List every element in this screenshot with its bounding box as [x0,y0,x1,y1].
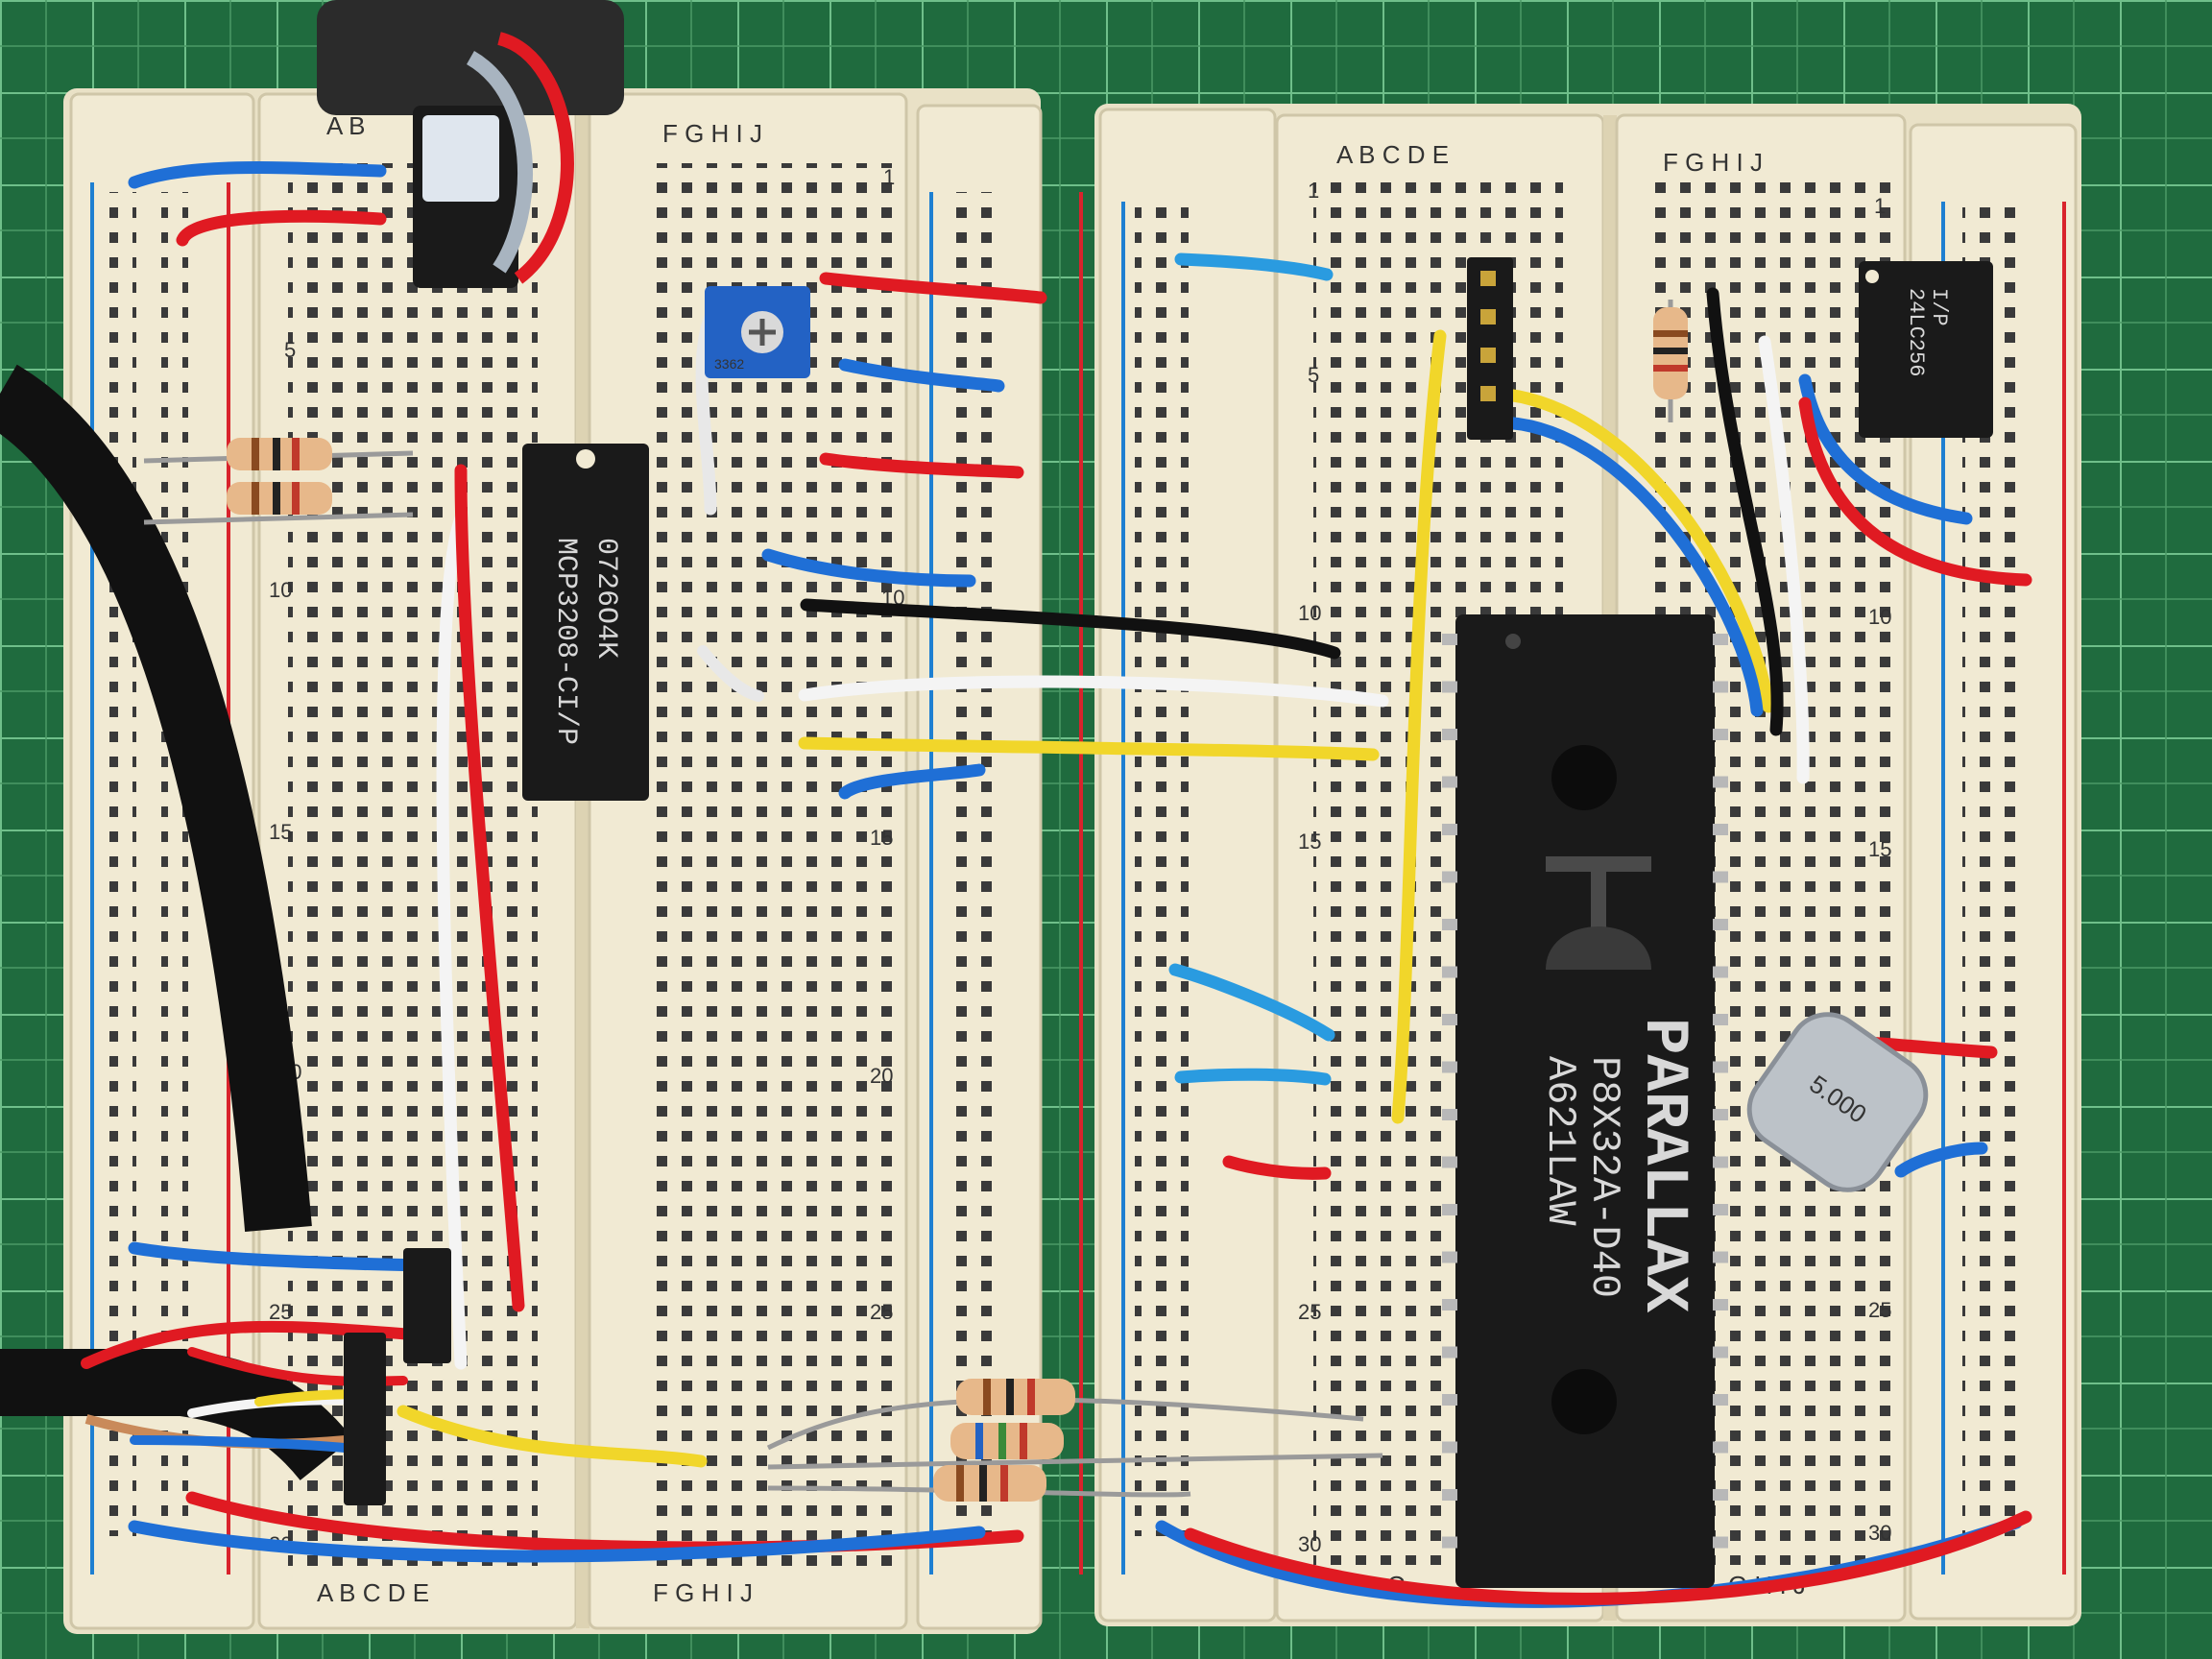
black-cable [0,364,312,1233]
propeller-pin [1713,1014,1728,1025]
row-25-rightleft: 25 [1298,1300,1321,1324]
propeller-pin [1713,1251,1728,1263]
parallax-logo [1546,856,1651,970]
propeller-pin [1442,1441,1457,1454]
adc-chip-line1: MCP3208-CI/P [549,538,582,745]
row-30-rightleft: 30 [1298,1532,1321,1556]
propeller-pin [1442,681,1457,693]
propeller-pin [1442,634,1457,645]
propeller-chip: PARALLAX P8X32A-D40 A621LAW [1442,614,1728,1588]
propeller-pin [1713,729,1728,740]
propeller-pin [1442,871,1457,883]
propeller-pin [1713,1061,1728,1073]
trimmer-label: 3362 [714,356,744,372]
propeller-pin [1713,1394,1728,1406]
propeller-pin [1442,1014,1457,1025]
adc-chip-line2: 0726O4K [589,538,622,659]
propeller-pin [1713,1204,1728,1215]
row-15-leftmid: 15 [870,826,893,850]
wires-right [1155,252,2032,1608]
row-1-leftmid: 1 [883,165,895,189]
row-5-rightleft: 5 [1308,363,1319,387]
eeprom-line1: 24LC256 [1904,288,1928,376]
propeller-pin [1713,1299,1728,1310]
propeller-pin [1713,1489,1728,1501]
propeller-brand: PARALLAX [1628,1018,1697,1313]
propeller-pin [1442,1156,1457,1168]
propeller-pin [1713,1441,1728,1454]
propeller-pin [1713,919,1728,930]
propeller-pin [1442,1536,1457,1549]
propeller-pin [1442,1299,1457,1310]
row-15-left: 15 [269,820,292,844]
row-30-rightright: 30 [1868,1521,1891,1545]
row-25-rightright: 25 [1868,1298,1891,1322]
propeller-pin [1713,1346,1728,1358]
label-right-top-abcde: A B C D E [1336,140,1449,169]
propeller-pin [1442,1251,1457,1263]
propeller-pin [1442,1204,1457,1215]
label-left-bottom-abcde: A B C D E [317,1578,429,1607]
propeller-pins-right [1713,634,1728,1549]
row-15-rightleft: 15 [1298,830,1321,854]
row-10-left: 10 [269,578,292,602]
resistor-right [1653,300,1688,422]
row-25-left: 25 [269,1300,292,1324]
propeller-pin [1442,824,1457,835]
row-15-rightright: 15 [1868,837,1891,861]
propeller-line1: P8X32A-D40 [1581,1056,1627,1298]
resistors-bottom [766,1379,1383,1502]
propeller-pin [1713,824,1728,835]
propeller-pin [1442,1489,1457,1501]
label-left-top-ab: A B [326,111,365,140]
propeller-pin [1713,871,1728,883]
eeprom-chip: 24LC256 I/P [1859,261,1993,438]
propeller-pin [1442,966,1457,978]
propeller-pin [1713,1156,1728,1168]
row-10-rightright: 10 [1868,605,1891,629]
propeller-line2: A621LAW [1537,1056,1583,1226]
label-left-top-fghij: F G H I J [662,119,762,148]
propeller-pin [1442,776,1457,788]
propeller-pin [1713,776,1728,788]
row-20-leftmid: 20 [870,1064,893,1088]
propeller-pin [1442,919,1457,930]
resistors-left [143,438,414,525]
propeller-pin [1442,1394,1457,1406]
row-numbers-right-left: 1 5 10 15 25 30 [1298,179,1321,1556]
propeller-pin [1442,1346,1457,1358]
power-jack [317,0,624,288]
propeller-pins-left [1442,634,1457,1549]
row-5-left: 5 [284,338,296,362]
label-left-bottom-fghij: F G H I J [653,1578,753,1607]
row-25-leftmid: 25 [870,1300,893,1324]
propeller-pin [1442,1109,1457,1120]
row-1-rightright: 1 [1874,194,1886,218]
cable-header [344,1248,451,1505]
propeller-pin [1713,1536,1728,1549]
wires-left [81,161,1389,1563]
row-1-rightleft: 1 [1308,179,1319,203]
propeller-pin [1713,966,1728,978]
eeprom-line2: I/P [1927,288,1951,326]
propeller-pin [1713,1109,1728,1120]
propeller-pin [1442,729,1457,740]
row-10-rightleft: 10 [1298,601,1321,625]
trimmer-pot: 3362 [705,286,810,378]
adc-chip: MCP3208-CI/P 0726O4K [522,444,649,801]
pin-header-4 [1467,257,1513,440]
label-right-top-fghij: F G H I J [1663,148,1763,177]
propeller-pin [1442,1061,1457,1073]
crystal: 5.000 [1746,1012,1929,1192]
propeller-pin [1713,634,1728,645]
propeller-pin [1713,681,1728,693]
